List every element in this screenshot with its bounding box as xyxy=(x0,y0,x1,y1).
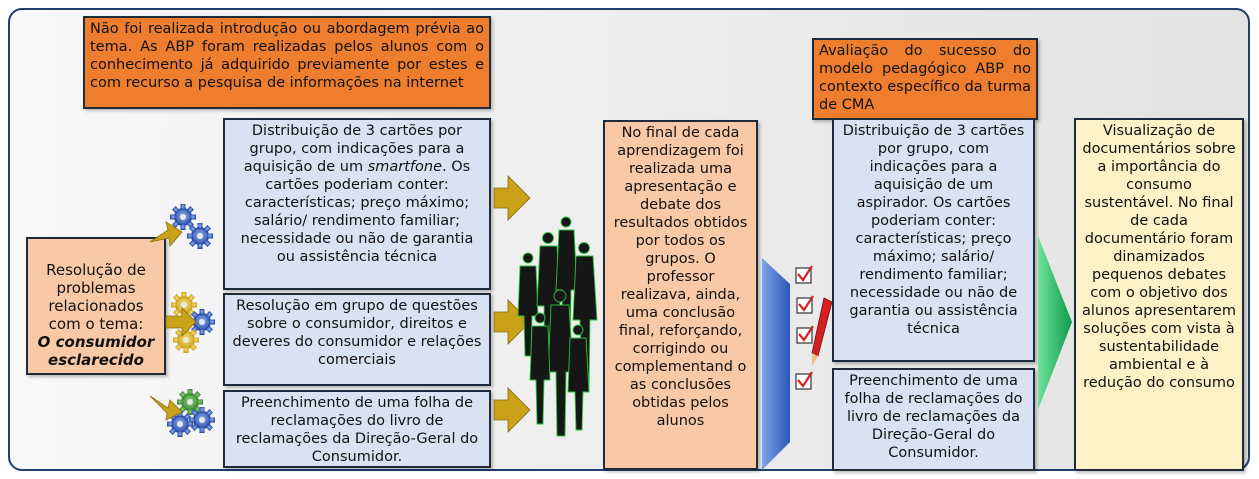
arrow-icon xyxy=(762,258,790,470)
activity-1-italic: smartfone xyxy=(367,159,442,175)
problem-box: Resolução de problemas relacionados com … xyxy=(26,237,166,375)
arrow-icon xyxy=(149,221,183,247)
top-right-note: Avaliação do sucesso do modelo pedagógic… xyxy=(812,38,1038,120)
activity-box-2: Resolução em grupo de questões sobre o c… xyxy=(223,293,491,386)
arrow-icon xyxy=(493,387,531,433)
evaluation-box-1: Distribuição de 3 cartões por grupo, com… xyxy=(832,118,1035,362)
activity-1-text: Distribuição de 3 cartões por grupo, com… xyxy=(243,123,465,175)
presentation-box: No final de cada aprendizagem foi realiz… xyxy=(603,120,758,470)
activity-box-3: Preenchimento de uma folha de reclamaçõe… xyxy=(223,390,491,468)
gears-icon xyxy=(170,204,213,249)
arrow-icon xyxy=(493,299,531,345)
top-left-note: Não foi realizada introdução ou abordage… xyxy=(83,16,491,109)
problem-text: Resolução de problemas relacionados com … xyxy=(46,261,146,333)
arrow-icon xyxy=(149,395,183,421)
arrow-icon xyxy=(493,175,531,221)
pencil-icon xyxy=(811,297,833,366)
evaluation-box-2: Preenchimento de uma folha de reclamaçõe… xyxy=(832,368,1035,471)
checklist-icon xyxy=(795,265,814,390)
arrow-icon xyxy=(165,307,197,337)
activity-1-text-end: . Os cartões poderiam conter: caracterís… xyxy=(240,159,474,265)
documentary-box: Visualização de documentários sobre a im… xyxy=(1074,118,1244,471)
problem-emphasis: O consumidor esclarecido xyxy=(37,333,155,369)
activity-box-1: Distribuição de 3 cartões por grupo, com… xyxy=(223,118,491,290)
people-silhouette-icon xyxy=(517,216,598,437)
arrow-icon xyxy=(1038,236,1072,410)
